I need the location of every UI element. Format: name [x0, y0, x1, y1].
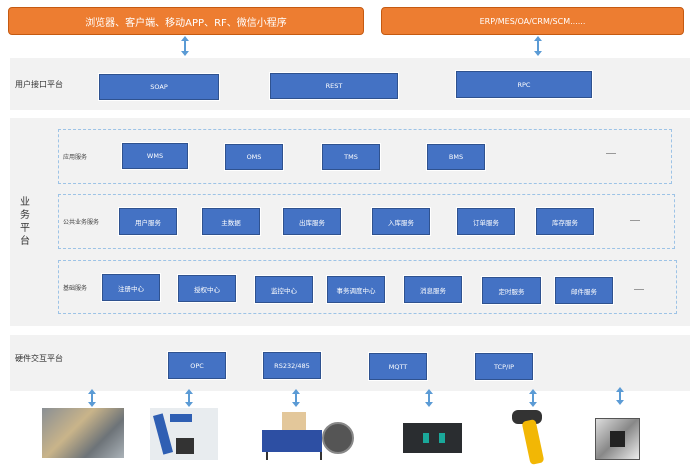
service-box: WMS — [122, 143, 188, 169]
service-box: 注册中心 — [102, 274, 160, 301]
client-apps-box: 浏览器、客户端、移动APP、RF、微信小程序 — [8, 7, 364, 35]
barcode-scanner-image — [510, 410, 550, 466]
hardware-label: 硬件交互平台 — [15, 354, 63, 363]
service-box: 用户服务 — [119, 208, 177, 235]
bidirectional-arrow — [88, 389, 96, 407]
bidirectional-arrow — [534, 36, 542, 56]
plc-controller-image — [403, 423, 462, 453]
production-line-image — [42, 408, 124, 458]
service-box: 消息服务 — [404, 276, 462, 303]
service-box: 事务调度中心 — [327, 276, 385, 303]
bidirectional-arrow — [616, 387, 624, 405]
bidirectional-arrow — [292, 389, 300, 407]
hardware-panel — [10, 335, 690, 391]
rfid-tag-image — [595, 418, 640, 460]
more-indicator — [606, 153, 616, 154]
strapping-machine-image — [260, 412, 355, 462]
rpc-box: RPC — [456, 71, 592, 98]
rest-box: REST — [270, 73, 398, 99]
service-box: 授权中心 — [178, 275, 236, 302]
service-box: TMS — [322, 144, 380, 170]
soap-box: SOAP — [99, 74, 219, 100]
row-label: 应用服务 — [63, 154, 88, 161]
service-box: 邮件服务 — [555, 277, 613, 304]
service-box: 出库服务 — [283, 208, 341, 235]
enterprise-systems-box: ERP/MES/OA/CRM/SCM...... — [381, 7, 684, 35]
service-box: 定时服务 — [482, 277, 541, 304]
more-indicator — [634, 289, 644, 290]
service-box: 监控中心 — [255, 276, 313, 303]
user-interface-label: 用户接口平台 — [15, 80, 63, 89]
bidirectional-arrow — [181, 36, 189, 56]
service-box: 订单服务 — [457, 208, 515, 235]
service-box: OMS — [225, 144, 283, 170]
protocol-box: TCP/IP — [475, 353, 533, 380]
protocol-box: OPC — [168, 352, 226, 379]
robot-arm-image — [150, 408, 218, 460]
business-label: 业务平台 — [20, 197, 30, 247]
protocol-box: RS232/485 — [263, 352, 321, 379]
bidirectional-arrow — [529, 389, 537, 407]
service-box: 主数据 — [202, 208, 260, 235]
service-box: 库存服务 — [536, 208, 594, 235]
row-label: 公共业务服务 — [63, 219, 100, 226]
service-box: 入库服务 — [372, 208, 430, 235]
service-box: BMS — [427, 144, 485, 170]
protocol-box: MQTT — [369, 353, 427, 380]
bidirectional-arrow — [425, 389, 433, 407]
row-label: 基础服务 — [63, 285, 88, 292]
more-indicator — [630, 220, 640, 221]
bidirectional-arrow — [185, 389, 193, 407]
